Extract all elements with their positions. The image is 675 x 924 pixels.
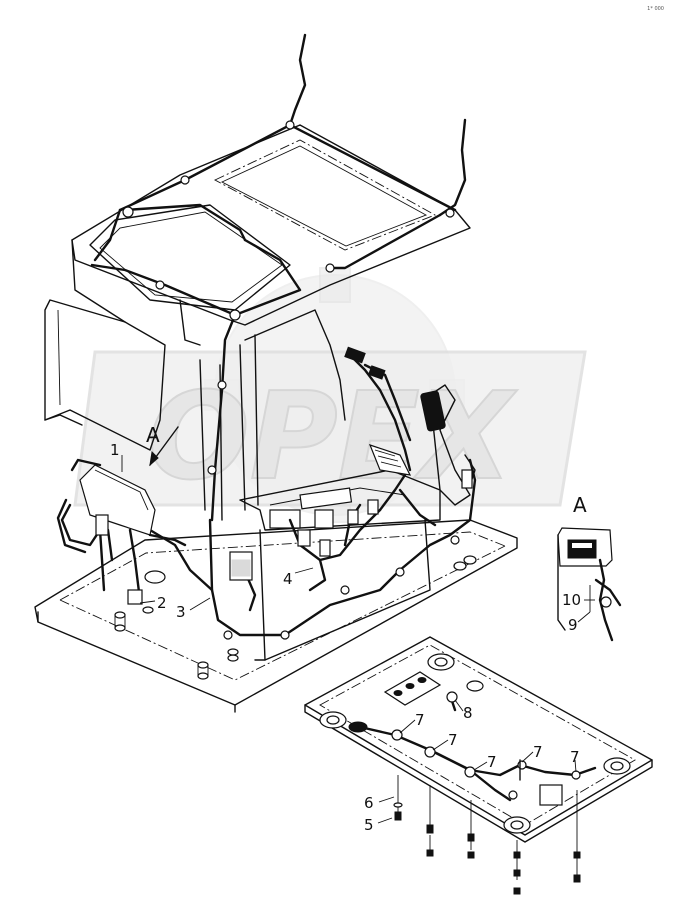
callout-7b: 7 (448, 731, 458, 749)
callout-5: 5 (364, 816, 374, 834)
callout-7e: 7 (570, 748, 580, 766)
corner-code: 1* 000 (647, 6, 664, 12)
callout-8: 8 (463, 704, 473, 722)
callout-4: 4 (283, 570, 293, 588)
callout-leaders (121, 455, 595, 824)
watermark: OPEX (73, 267, 587, 523)
callout-10: 10 (562, 591, 581, 609)
callout-1: 1 (110, 441, 120, 459)
watermark-text: OPEX (148, 368, 518, 507)
callout-7a: 7 (415, 711, 425, 729)
controller-module (56, 458, 187, 614)
callout-9: 9 (568, 616, 578, 634)
detail-view-a: A (557, 493, 622, 642)
cab-floor-plate (34, 519, 518, 713)
joystick-harness (344, 346, 412, 476)
view-marker-a: A (146, 423, 179, 467)
callout-6: 6 (364, 794, 374, 812)
lower-floor-panel (304, 636, 653, 843)
detail-view-title: A (573, 493, 587, 517)
callout-7c: 7 (487, 753, 497, 771)
callout-2: 2 (157, 594, 167, 612)
callout-labels: 1 2 3 4 5 6 7 7 7 7 7 8 9 10 (110, 441, 581, 834)
main-floor-harness (148, 458, 477, 640)
callout-7d: 7 (533, 743, 543, 761)
view-marker-letter: A (146, 423, 160, 447)
fasteners (393, 759, 581, 895)
roof-wiring-harness (90, 33, 467, 522)
callout-3: 3 (176, 603, 186, 621)
